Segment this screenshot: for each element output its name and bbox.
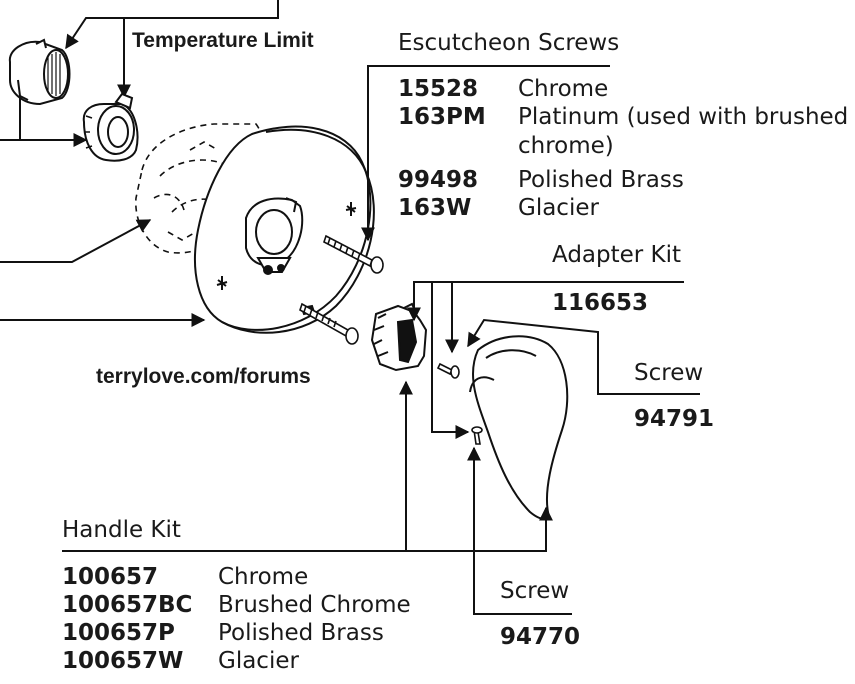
part-number: 163W bbox=[398, 195, 472, 221]
part-finish: Polished Brass bbox=[218, 620, 384, 646]
right-leaders bbox=[62, 65, 700, 615]
part-finish: Chrome bbox=[218, 564, 309, 590]
escutcheon-screw-lower bbox=[299, 302, 359, 345]
escutcheon-markers bbox=[216, 202, 357, 290]
part-finish: Glacier bbox=[518, 195, 599, 221]
part-number: 163PM bbox=[398, 104, 486, 130]
escutcheon-screw-upper bbox=[323, 234, 384, 274]
part-finish: Platinum (used with brushed bbox=[518, 104, 849, 130]
part-finish: Chrome bbox=[518, 76, 609, 102]
adapter-kit-part bbox=[370, 302, 428, 372]
part-number: 100657P bbox=[62, 620, 175, 646]
part-finish: Brushed Chrome bbox=[218, 592, 411, 618]
part-number: 100657 bbox=[62, 564, 159, 590]
part-number: 94770 bbox=[500, 624, 581, 650]
temperature-limit-ring-part bbox=[82, 92, 139, 162]
website-watermark: terrylove.com/forums bbox=[96, 365, 311, 388]
part-finish: Polished Brass bbox=[518, 167, 684, 193]
part-number: 94791 bbox=[634, 406, 715, 432]
top-left-leaders bbox=[0, 0, 279, 327]
part-number: 100657BC bbox=[62, 592, 193, 618]
screw-title: Screw bbox=[500, 578, 570, 604]
part-number: 116653 bbox=[552, 290, 649, 316]
handle-set-screw-lower bbox=[471, 426, 483, 445]
part-finish-continued: chrome) bbox=[518, 133, 614, 159]
part-number: 100657W bbox=[62, 648, 184, 674]
temperature-limit-label: Temperature Limit bbox=[132, 29, 314, 52]
screw-title: Screw bbox=[634, 360, 704, 386]
part-number: 99498 bbox=[398, 167, 479, 193]
part-finish: Glacier bbox=[218, 648, 299, 674]
handle-set-screw-upper bbox=[436, 362, 460, 379]
handle-lever-part bbox=[469, 335, 569, 520]
temperature-limit-stop-part bbox=[8, 38, 71, 106]
escutcheon-plate bbox=[194, 125, 375, 334]
escutcheon-screws-title: Escutcheon Screws bbox=[398, 30, 620, 56]
part-number: 15528 bbox=[398, 76, 479, 102]
adapter-kit-title: Adapter Kit bbox=[552, 242, 682, 268]
handle-kit-title: Handle Kit bbox=[62, 517, 181, 543]
